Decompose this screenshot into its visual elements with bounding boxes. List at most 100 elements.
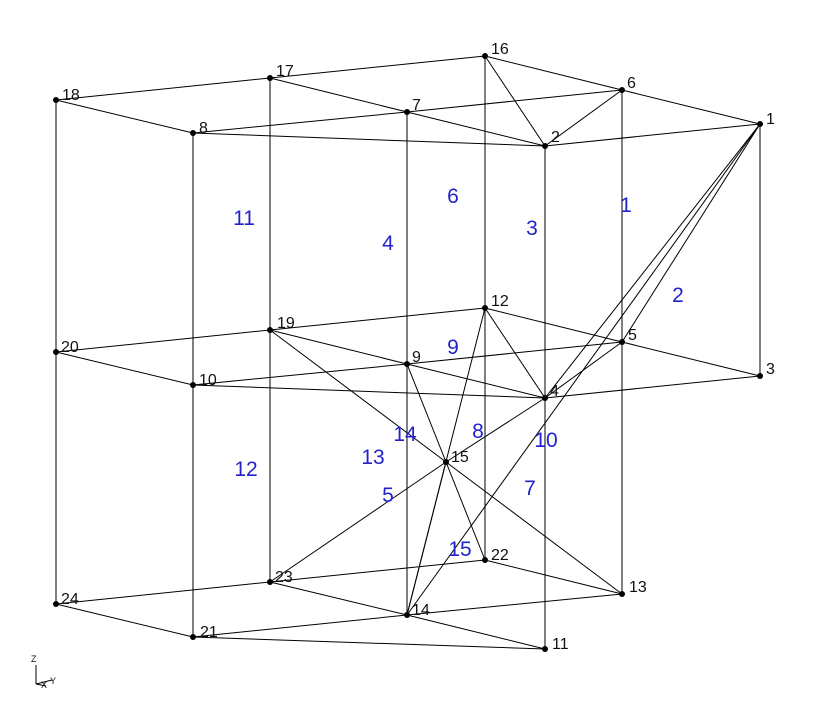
element-6-label: 6 — [447, 185, 459, 208]
edge-22-13 — [484, 559, 623, 595]
node-17-label: 17 — [276, 63, 294, 80]
node-21-point — [190, 634, 196, 640]
edge-16-2 — [484, 55, 546, 147]
edge-8-2 — [192, 132, 546, 147]
node-8-point — [190, 130, 196, 136]
node-16-point — [482, 53, 488, 59]
element-11-label: 11 — [233, 207, 255, 230]
node-13-label: 13 — [629, 579, 647, 596]
edge-12-5 — [484, 307, 623, 343]
node-2-point — [542, 143, 548, 149]
element-12-label: 12 — [234, 458, 257, 481]
element-15-label: 15 — [448, 538, 471, 561]
node-15-label: 15 — [451, 449, 469, 466]
node-19-point — [267, 327, 273, 333]
edge-1-5 — [621, 123, 761, 343]
node-4-label: 4 — [550, 383, 559, 400]
node-7-label: 7 — [412, 97, 421, 114]
node-3-label: 3 — [766, 361, 775, 378]
node-24-point — [53, 601, 59, 607]
element-3-label: 3 — [526, 217, 538, 240]
axis-triad: Z X Y — [31, 654, 56, 690]
axis-y-line — [35, 679, 53, 685]
axis-z-label: Z — [31, 654, 37, 664]
node-9-label: 9 — [412, 349, 421, 366]
edge-19-12 — [269, 307, 486, 331]
node-6-label: 6 — [627, 75, 636, 92]
node-12-label: 12 — [491, 293, 509, 310]
node-10-label: 10 — [199, 372, 217, 389]
node-5-label: 5 — [628, 327, 637, 344]
edge-18-8 — [55, 99, 194, 134]
node-14-point — [404, 612, 410, 618]
node-1-label: 1 — [766, 111, 775, 128]
edge-6-2 — [544, 89, 623, 147]
edge-21-11 — [192, 636, 546, 650]
edge-17-7 — [269, 77, 408, 113]
edge-20-19 — [55, 329, 271, 353]
edge-18-17 — [55, 77, 271, 101]
edge-14-13 — [406, 593, 623, 616]
edge-1-14 — [406, 123, 761, 616]
node-13-point — [619, 591, 625, 597]
node-11-label: 11 — [552, 636, 569, 653]
edge-10-4 — [192, 384, 546, 399]
edge-15-13 — [445, 461, 623, 595]
node-20-label: 20 — [61, 339, 79, 356]
edge-21-14 — [192, 614, 408, 638]
edge-2-1 — [544, 123, 761, 147]
node-1-point — [757, 121, 763, 127]
element-14-label: 14 — [393, 423, 417, 446]
edge-19-9 — [269, 329, 408, 365]
node-20-point — [53, 349, 59, 355]
edge-15-23 — [269, 461, 447, 583]
node-23-point — [267, 579, 273, 585]
edge-24-21 — [55, 603, 194, 638]
node-11-point — [542, 646, 548, 652]
edge-10-9 — [192, 363, 408, 386]
edge-5-3 — [621, 341, 761, 377]
edge-23-14 — [269, 581, 408, 616]
edge-8-7 — [192, 111, 408, 134]
edges-layer — [55, 55, 761, 650]
edge-7-2 — [406, 111, 546, 147]
node-21-label: 21 — [200, 624, 218, 641]
node-4-point — [542, 395, 548, 401]
element-9-label: 9 — [447, 336, 459, 359]
element-2-label: 2 — [672, 284, 684, 307]
node-5-point — [619, 339, 625, 345]
element-5-label: 5 — [382, 484, 394, 507]
node-24-label: 24 — [61, 591, 79, 608]
node-18-label: 18 — [62, 87, 80, 104]
element-13-label: 13 — [361, 446, 384, 469]
edge-15-22 — [445, 461, 486, 561]
edge-12-4 — [484, 307, 546, 399]
node-3-point — [757, 373, 763, 379]
edge-16-6 — [484, 55, 623, 91]
node-14-label: 14 — [412, 602, 430, 619]
element-7-label: 7 — [524, 477, 536, 500]
node-8-label: 8 — [199, 120, 208, 137]
node-18-point — [53, 97, 59, 103]
edge-17-16 — [269, 55, 486, 79]
axis-x-line — [35, 683, 47, 687]
node-9-point — [404, 361, 410, 367]
node-10-point — [190, 382, 196, 388]
edge-19-15 — [269, 329, 447, 463]
node-6-point — [619, 87, 625, 93]
element-10-label: 10 — [534, 429, 557, 452]
node-7-point — [404, 109, 410, 115]
node-16-label: 16 — [491, 41, 509, 58]
edge-23-22 — [269, 559, 486, 583]
element-1-label: 1 — [620, 194, 632, 217]
edge-9-4 — [406, 363, 546, 399]
node-23-label: 23 — [275, 569, 293, 586]
node-2-label: 2 — [551, 129, 560, 146]
element-4-label: 4 — [382, 232, 394, 255]
edge-9-15 — [406, 363, 447, 463]
edge-1-4 — [544, 123, 761, 399]
axis-y-label: Y — [50, 676, 56, 686]
